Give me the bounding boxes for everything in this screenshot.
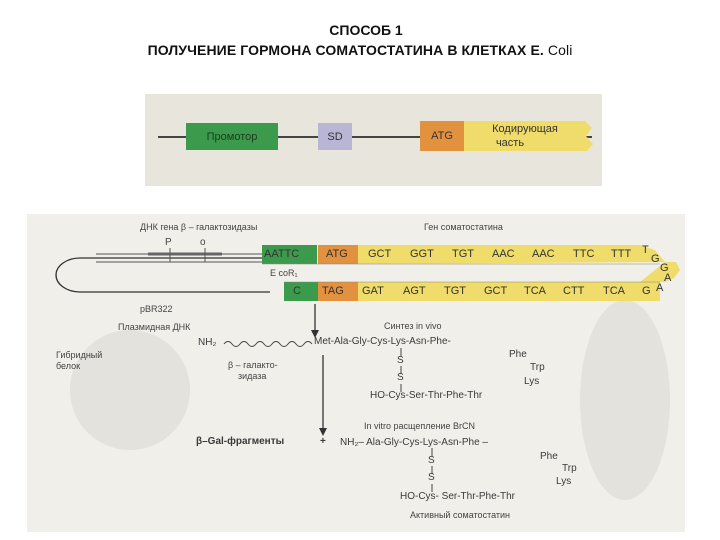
codon-bottom-4: AGT [403,285,426,297]
codon-bottom-7: TCA [524,285,546,297]
sd-label: SD [327,130,343,143]
promoter-p-label: P [165,237,172,248]
somatostatin-top-strip [358,245,665,264]
phe-label-2: Phe [540,451,558,462]
plasmid-dna-label: Плазмидная ДНК [118,322,191,332]
codon-top-3: GCT [368,248,392,260]
codon-top-4: GGT [410,248,434,260]
codon-top-1: AATTC [264,248,300,260]
galactosidase-label-1: β – галакто- [228,360,278,370]
title-line-2-main: ПОЛУЧЕНИЕ ГОРМОНА СОМАТОСТАТИНА В КЛЕТКА… [147,42,548,58]
codon-top-8: TTC [573,248,595,260]
somatostatin-bottom-strip [358,262,680,301]
pbr322-label: pBR322 [140,304,173,314]
coding-box [464,121,593,151]
codon-top-10: T [642,244,649,256]
trp-label-2: Trp [562,463,577,474]
codon-top-2: ATG [326,248,348,260]
active-somatostatin-label: Активный соматостатин [410,510,511,520]
codon-bottom-2: TAG [322,285,344,297]
ecori-bottom-box [284,282,318,301]
turn-letter-4: A [656,282,664,294]
hybrid-protein-label-1: Гибридный [56,350,103,360]
background-blob-left [70,330,190,450]
protein-chain-1: Met-Ala-Gly-Cys-Lys-Asn-Phe- [314,336,451,347]
codon-bottom-9: TCA [603,285,625,297]
atg-box [420,121,464,151]
codon-top-6: AAC [492,248,515,260]
codon-top-7: AAC [532,248,555,260]
somatostatin-gene-label: Ген соматостатина [424,222,503,232]
title-line-2: ПОЛУЧЕНИЕ ГОРМОНА СОМАТОСТАТИНА В КЛЕТКА… [0,42,720,58]
codon-bottom-3: GAT [362,285,384,297]
atg-label: ATG [431,130,453,142]
turn-letter-2: G [660,262,669,274]
promoter-label: Промотор [206,130,258,143]
ecori-label: E coR₁ [270,268,298,278]
sulfur-2: S [397,372,404,383]
coding-label-1: Кодирующая [492,123,558,135]
protein-chain-4: HO-Cys- Ser-Thr-Phe-Thr [400,491,516,502]
protein-chain-2: HO-Cys-Ser-Thr-Phe-Thr [370,390,483,401]
phe-label-1: Phe [509,349,527,360]
galactosidase-gene-label: ДНК гена β – галактозидазы [140,222,258,232]
turn-letter-1: G [651,253,660,265]
protein-chain-3: NH₂– Ala-Gly-Cys-Lys-Asn-Phe – [340,437,488,448]
codon-bottom-10: G [642,285,651,297]
cleavage-label: In vitro расщепление BrCN [364,421,475,431]
lys-label-2: Lys [556,476,572,487]
synthesis-label: Синтез in vivo [384,321,442,331]
background-blob-right [580,300,670,500]
galactosidase-chain [223,341,313,347]
lys-label-1: Lys [524,376,540,387]
ecori-top-box [262,245,317,264]
codon-top-5: TGT [452,248,474,260]
nh2-label-1: NH₂ [198,337,217,348]
gal-fragments-label: β–Gal-фрагменты [196,436,285,447]
trp-label-1: Trp [530,362,545,373]
coding-label-2: часть [495,137,525,149]
hybrid-protein-label-2: белок [56,361,81,371]
codon-bottom-5: TGT [444,285,466,297]
title-line-1: СПОСОБ 1 [329,22,403,38]
sulfur-3: S [428,455,435,466]
tag-codon-box [318,282,358,301]
galactosidase-label-2: зидаза [238,371,267,381]
codon-bottom-1: C [293,285,301,297]
atg-codon-box [318,245,358,264]
plasmid-loop [55,257,270,293]
codon-top-9: TTT [611,248,632,260]
codon-bottom-6: GCT [484,285,508,297]
codon-bottom-8: CTT [563,285,585,297]
sulfur-4: S [428,472,435,483]
turn-letter-3: A [664,272,672,284]
promoter-box [186,123,278,150]
plus-sign: + [320,436,326,447]
sulfur-1: S [397,355,404,366]
operator-o-label: o [200,237,206,248]
sd-box [318,123,352,150]
title-line-2-tail: Coli [547,42,573,58]
